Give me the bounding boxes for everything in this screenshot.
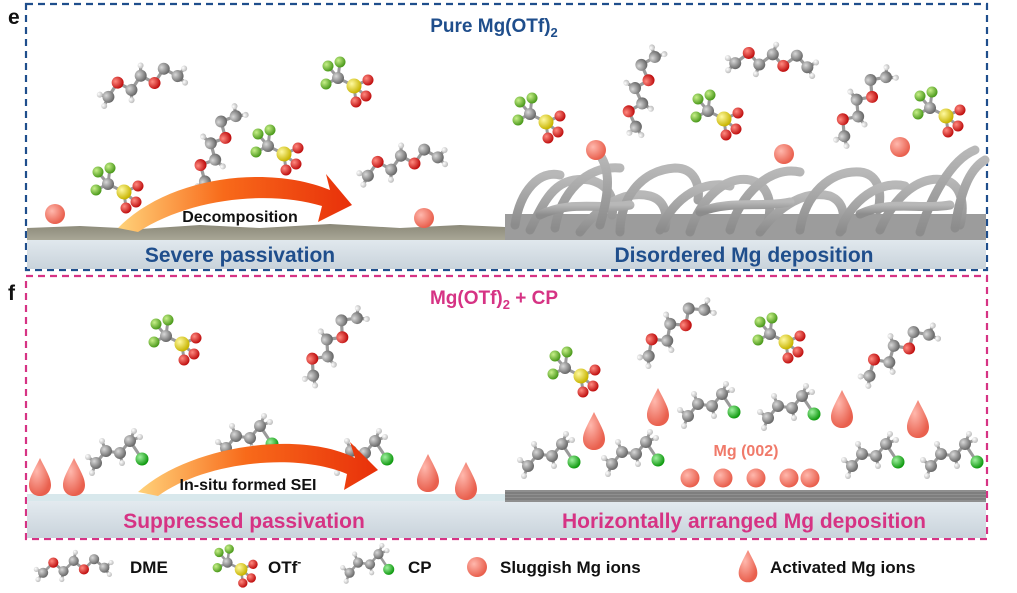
legend-cp-icon [338,541,396,586]
mg-002-layered-deposit [505,490,986,502]
sluggish-mg-ion [774,144,794,164]
panel-e-border [24,2,989,272]
sluggish-mg-ion [586,140,606,160]
panel-f-title: Mg(OTf)2 + CP [430,288,558,312]
otf-anion [751,311,807,365]
activated-mg-ion [647,388,669,426]
activated-mg-ion [29,458,51,496]
otf-anion [689,88,745,142]
activated-mg-ion [455,462,477,500]
dme-molecule [605,37,677,143]
mg-002-label: Mg (002) [714,443,779,460]
in-situ-sei-arrow [138,442,378,496]
legend-dme-icon [32,548,116,584]
disordered-deposition-caption: Disordered Mg deposition [614,244,873,267]
dme-molecule [814,53,908,154]
dme-molecule [721,33,823,88]
cp-molecule [918,429,985,481]
legend: DME OTf- CP Sluggish Mg ions Activated M… [32,541,915,589]
activated-mg-ion [63,458,85,496]
cp-molecule [675,379,742,431]
suppressed-passivation-caption: Suppressed passivation [123,510,365,533]
legend-otf-label: OTf- [268,555,301,577]
dme-molecule [284,294,379,393]
passivation-layer [27,224,505,240]
decomposition-arrow [118,174,352,232]
activated-mg-ion [417,454,439,492]
arranged-mg-ion [713,468,733,488]
legend-activated-icon [738,550,758,583]
sluggish-mg-ion [890,137,910,157]
dme-molecule [844,309,949,393]
legend-otf-icon [211,543,259,589]
disordered-mg-deposit [505,145,990,240]
otf-anion [911,85,967,139]
cp-molecule [839,429,906,481]
panel-e-letter: e [8,6,20,29]
sei-layer [27,494,505,501]
panel-e-substrate [27,236,986,269]
dme-molecule [350,133,454,191]
otf-anion [89,161,145,215]
decomposition-label: Decomposition [182,209,298,226]
panel-f-substrate [27,500,986,538]
dme-molecule [90,51,194,112]
arranged-mg-ion [746,468,766,488]
in-situ-sei-label: In-situ formed SEI [180,477,317,494]
otf-anion [147,313,203,367]
otf-anion [319,55,375,109]
panel-f-letter: f [8,282,16,305]
horizontal-deposition-caption: Horizontally arranged Mg deposition [562,510,926,533]
activated-mg-ion [907,400,929,438]
otf-anion [511,91,567,145]
arranged-mg-ion [779,468,799,488]
cp-molecule [83,426,150,478]
activated-mg-ion [831,390,853,428]
arranged-mg-ion [800,468,820,488]
legend-dme-label: DME [130,558,168,577]
panel-e: e Pure Mg(OTf)2 [8,2,990,272]
legend-activated-label: Activated Mg ions [770,558,915,577]
legend-cp-label: CP [408,558,432,577]
severe-passivation-caption: Severe passivation [145,244,335,267]
activated-mg-ion [583,412,605,450]
otf-anion [546,345,602,399]
sluggish-mg-ion [45,204,65,224]
panel-e-title: Pure Mg(OTf)2 [430,16,558,40]
legend-sluggish-icon [467,557,487,577]
arranged-mg-ion [680,468,700,488]
panel-f-border [24,274,989,541]
cp-molecule [599,427,666,479]
dme-molecule [622,284,725,373]
otf-anion [249,123,305,177]
cp-molecule [755,381,822,433]
legend-sluggish-label: Sluggish Mg ions [500,558,641,577]
panel-f: f Mg(OTf)2 + CP [8,274,989,541]
sluggish-mg-ion [414,208,434,228]
cp-molecule [515,429,582,481]
